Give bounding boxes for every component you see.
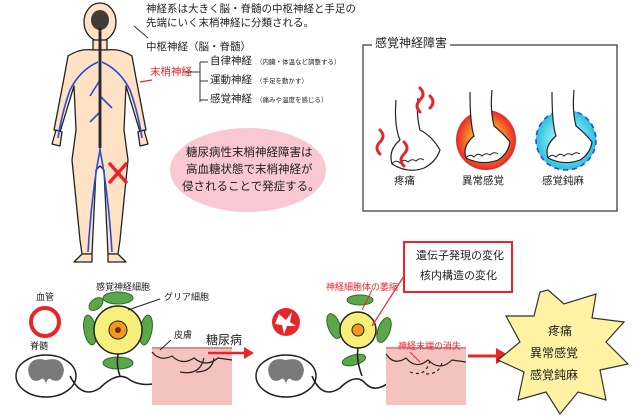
- gene-change-box: [403, 241, 513, 293]
- diabetes-label: 糖尿病: [206, 333, 243, 347]
- sensory-neuron-normal: [83, 291, 153, 370]
- symptom-abnormal: 異常感覚: [530, 346, 579, 360]
- gene-change-label: 遺伝子発現の変化: [416, 249, 504, 262]
- symptom-numb: 感覚鈍麻: [530, 368, 579, 382]
- atrophy-label: 神経細胞体の萎縮: [326, 283, 399, 293]
- central-nerve-label: 中枢神経（脳・脊髄）: [146, 41, 251, 53]
- spinal-cord-right: [255, 354, 317, 398]
- disorder-pain-label: 疼痛: [394, 175, 415, 187]
- ending-loss-label: 神経末端の消失: [398, 342, 462, 352]
- foot-abnormal-illustration: [456, 89, 516, 170]
- disorder-box-title: 感覚神経障害: [372, 37, 451, 49]
- disorder-numb-label: 感覚鈍麻: [542, 175, 584, 187]
- vessel-label: 血管: [36, 293, 55, 303]
- pink-bubble-shape: [170, 128, 326, 212]
- foot-pain-illustration: [375, 86, 441, 171]
- bubble-line-2: 高血糖状態で末梢神経が: [186, 162, 313, 176]
- blood-vessel-icon: [29, 306, 61, 338]
- motor-nerve-label: 運動神経: [210, 74, 252, 86]
- sensory-cell-label: 感覚神経細胞: [96, 283, 151, 293]
- motor-nerve-note: （手足を動かす）: [256, 77, 308, 85]
- autonomic-nerve-label: 自律神経: [210, 55, 252, 67]
- skin-left: [151, 347, 233, 405]
- skin-label: 皮膚: [174, 331, 193, 341]
- glia-label: グリア細胞: [164, 293, 210, 303]
- sensory-nerve-label: 感覚神経: [210, 93, 252, 105]
- nerve-tree-lines: [133, 25, 208, 102]
- intro-line-1: 神経系は大きく脳・脊髄の中枢神経と手足の: [146, 3, 356, 15]
- nucleus-change-label: 核内構造の変化: [420, 269, 497, 282]
- foot-numb-illustration: [535, 89, 597, 171]
- autonomic-nerve-note: （内臓・体温など調整する）: [256, 58, 341, 66]
- disorder-abnormal-label: 異常感覚: [462, 175, 504, 187]
- damaged-vessel-icon: [272, 308, 300, 336]
- symptom-pain: 疼痛: [548, 324, 573, 338]
- symptom-burst: [496, 289, 630, 416]
- sensory-neuron-damaged: [326, 294, 392, 367]
- spinal-cord-left: [15, 354, 77, 398]
- intro-line-2: 先端にいく末梢神経に分類される。: [146, 17, 314, 29]
- skin-right: [385, 347, 467, 405]
- bubble-line-3: 侵されることで発症する。: [182, 179, 320, 193]
- bubble-line-1: 糖尿病性末梢神経障害は: [186, 145, 313, 159]
- spinal-label: 脊髄: [30, 342, 49, 352]
- peripheral-nerve-label: 末梢神経: [150, 66, 192, 78]
- sensory-nerve-note: （痛みや温度を感じる）: [256, 96, 328, 104]
- human-figure: [51, 2, 153, 263]
- damage-mark-icon: [108, 162, 128, 184]
